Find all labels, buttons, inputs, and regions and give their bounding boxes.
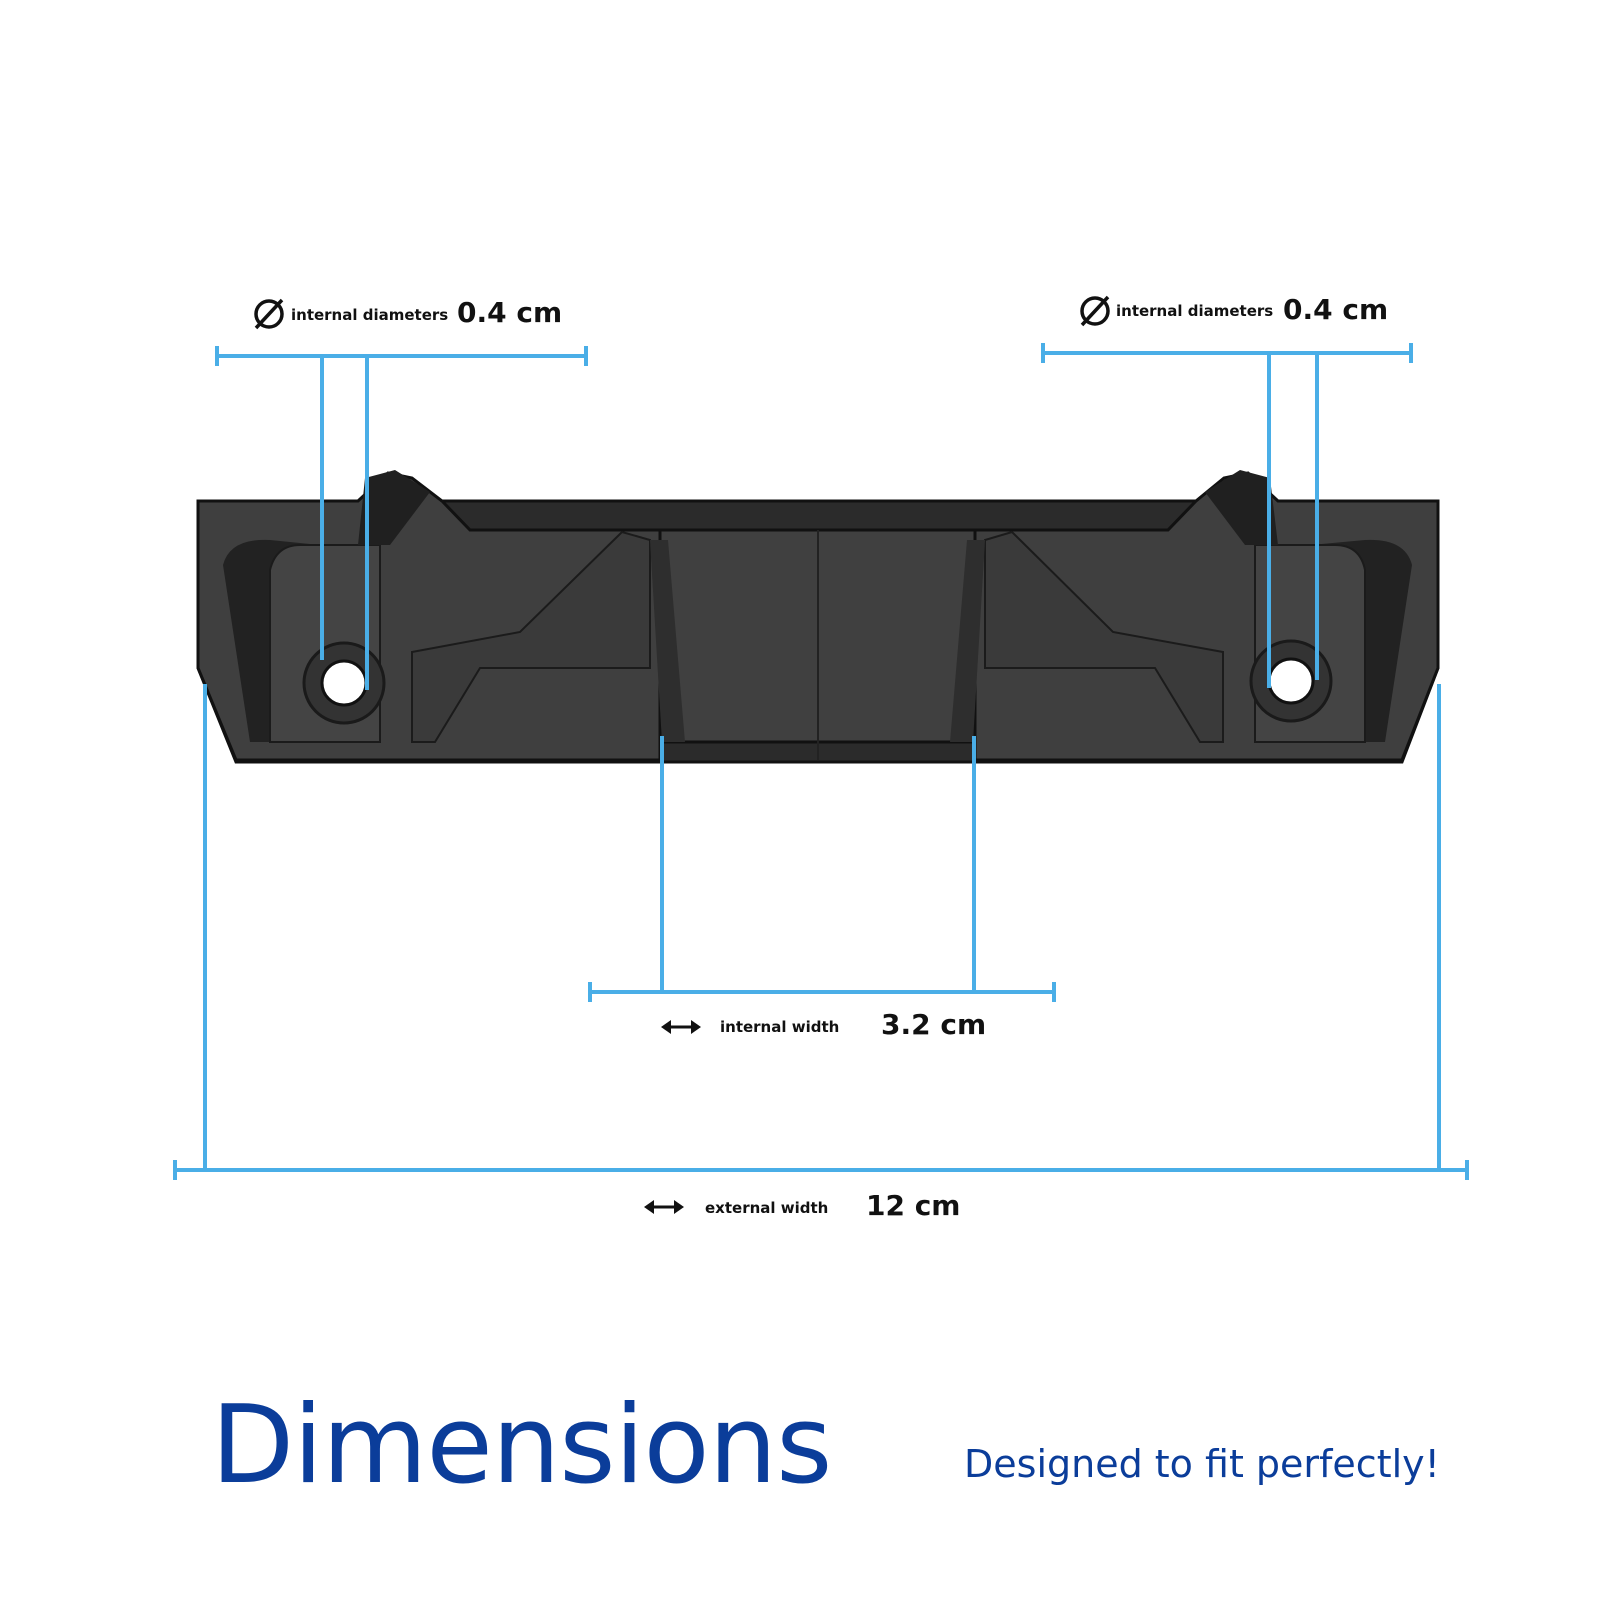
diameter-symbol-icon [1080,295,1110,327]
diameter-symbol-icon [254,298,284,330]
page-subtitle: Designed to fit perfectly! [964,1442,1440,1486]
internal-width-caption: internal width [720,1018,840,1036]
left-hole-value: 0.4 cm [457,296,563,329]
page-title: Dimensions [211,1383,832,1508]
external-width-caption: external width [705,1199,829,1217]
right-hole-value: 0.4 cm [1283,293,1389,326]
bracket-part [196,470,1440,764]
internal-width-value: 3.2 cm [881,1008,987,1041]
double-arrow-icon [661,1020,701,1034]
external-width-value: 12 cm [866,1189,961,1222]
measurement-lines [173,343,1469,1180]
double-arrow-icon [644,1200,684,1214]
right-hole-caption: internal diameters [1116,302,1274,320]
left-hole-caption: internal diameters [291,306,449,324]
